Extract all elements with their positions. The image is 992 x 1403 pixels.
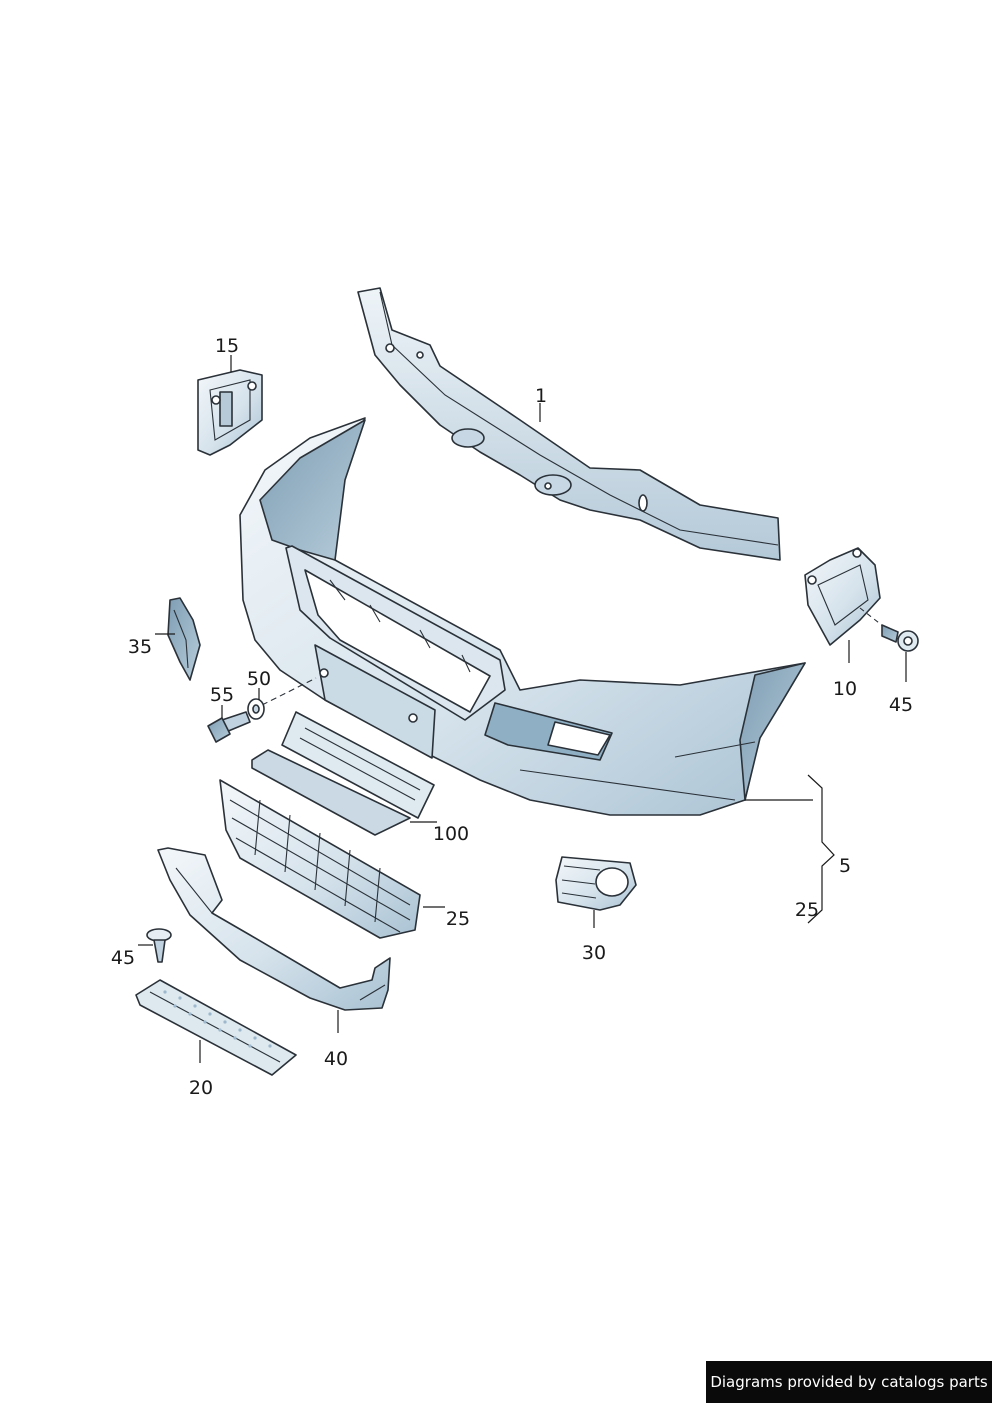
side-trim-strip [167, 597, 201, 681]
callout-45-right: 45 [889, 694, 913, 716]
callout-labels: 1 15 10 45 35 50 55 100 5 25 25 30 45 40… [111, 335, 913, 1099]
fog-light-cover [555, 856, 637, 911]
impact-beam [357, 287, 781, 561]
bolt [207, 711, 251, 743]
watermark-banner: Diagrams provided by catalogs parts [706, 1361, 992, 1403]
callout-40: 40 [324, 1048, 348, 1070]
leader-lines [138, 355, 907, 1063]
clip-right [859, 607, 919, 652]
watermark-text: Diagrams provided by catalogs parts [710, 1373, 988, 1391]
callout-15: 15 [215, 335, 239, 357]
left-mounting-bracket [197, 369, 263, 456]
lower-grille [219, 779, 421, 939]
callout-55: 55 [210, 684, 234, 706]
right-mounting-bracket [804, 547, 881, 646]
callout-1: 1 [535, 385, 547, 407]
washer [247, 677, 317, 720]
callout-25-bracket: 25 [795, 899, 819, 921]
callout-35: 35 [128, 636, 152, 658]
callout-20: 20 [189, 1077, 213, 1099]
callout-25-grille: 25 [446, 908, 470, 930]
license-plate-holder [251, 711, 435, 836]
callout-50: 50 [247, 668, 271, 690]
clip-left [146, 928, 172, 963]
callout-30: 30 [582, 942, 606, 964]
callout-10: 10 [833, 678, 857, 700]
lower-trim [157, 847, 391, 1011]
callout-5: 5 [839, 855, 851, 877]
callout-45-left: 45 [111, 947, 135, 969]
callout-100: 100 [433, 823, 469, 845]
bumper-cover [239, 417, 806, 816]
cover-plate [135, 979, 297, 1076]
